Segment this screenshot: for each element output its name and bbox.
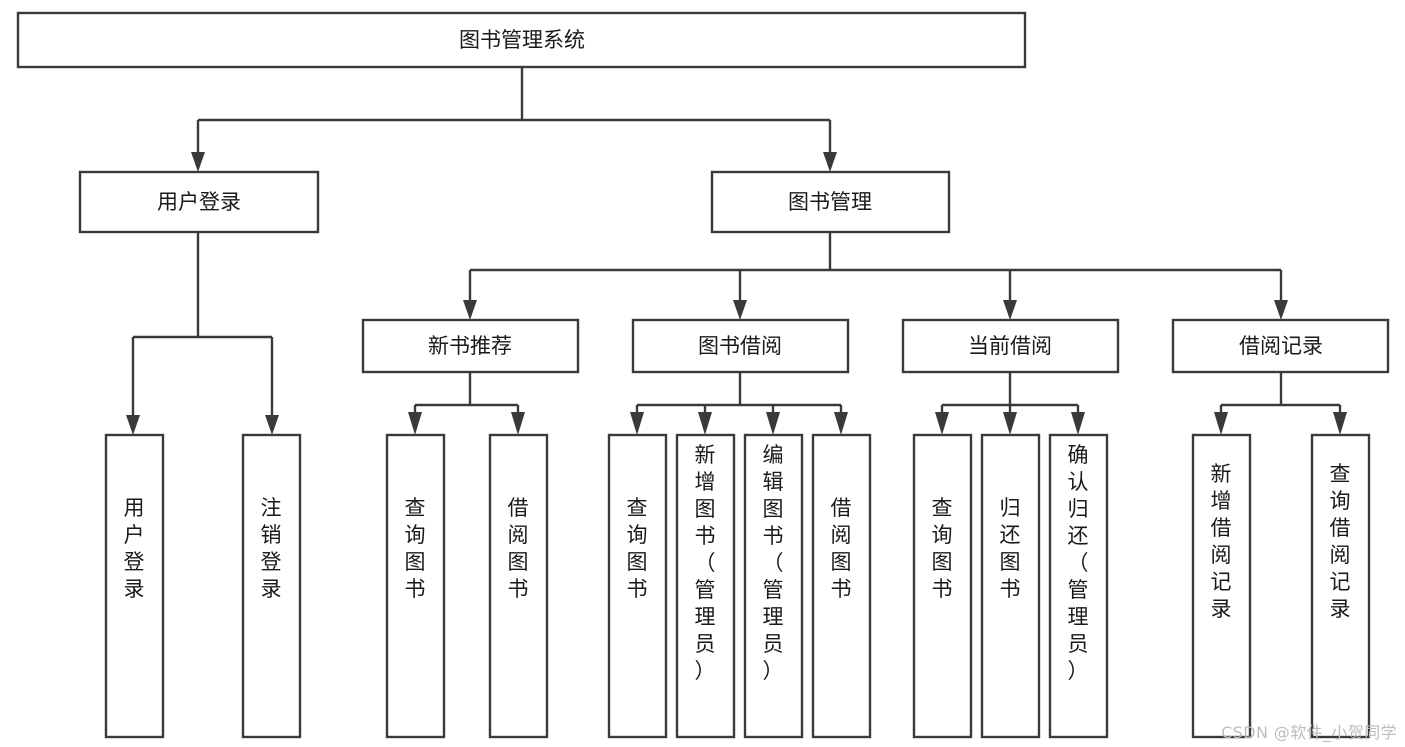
node-root[interactable]: 图书管理系统: [16, 11, 1027, 69]
arrow-head-leaf-borrow-book-2: [834, 412, 848, 435]
connector-layer: [126, 67, 1347, 435]
node-user-login[interactable]: 用户登录: [78, 170, 320, 234]
leaf-add-record-label: 新增借阅记录: [1211, 462, 1232, 621]
leaf-logout-login-label: 注销登录: [261, 496, 282, 601]
leaf-query-book-1-label: 查询图书: [405, 496, 426, 601]
arrow-head-borrow-record: [1274, 300, 1288, 320]
leaf-edit-book-box[interactable]: [743, 433, 804, 739]
leaf-query-book-2-box[interactable]: [607, 433, 668, 739]
node-user-login-label: 用户登录: [157, 190, 241, 214]
leaf-add-book-label: 新增图书（管理员）: [695, 443, 716, 683]
leaf-add-book-box[interactable]: [675, 433, 736, 739]
leaf-user-login[interactable]: 用户登录: [104, 433, 165, 739]
node-root-box[interactable]: [16, 11, 1027, 69]
leaf-logout-login[interactable]: 注销登录: [241, 433, 302, 739]
arrow-head-book-borrow: [733, 300, 747, 320]
leaf-return-book-box[interactable]: [980, 433, 1041, 739]
leaf-borrow-book-1-label: 借阅图书: [508, 496, 529, 601]
arrow-head-new-book-recommend: [463, 300, 477, 320]
node-user-login-box[interactable]: [78, 170, 320, 234]
leaf-confirm-return[interactable]: 确认归还（管理员）: [1048, 433, 1109, 739]
arrow-head-user-login: [191, 152, 205, 172]
node-book-borrow-label: 图书借阅: [698, 334, 782, 358]
leaf-edit-book[interactable]: 编辑图书（管理员）: [743, 433, 804, 739]
node-borrow-record-box[interactable]: [1171, 318, 1390, 374]
leaf-borrow-book-1[interactable]: 借阅图书: [488, 433, 549, 739]
arrow-head-leaf-query-record: [1333, 412, 1347, 435]
leaf-query-book-2[interactable]: 查询图书: [607, 433, 668, 739]
leaf-query-record-label: 查询借阅记录: [1330, 462, 1351, 621]
arrow-head-book-manage: [823, 152, 837, 172]
arrow-head-leaf-query-book-1: [408, 412, 422, 435]
leaf-borrow-book-1-box[interactable]: [488, 433, 549, 739]
node-current-borrow-label: 当前借阅: [968, 334, 1052, 358]
arrow-head-leaf-add-book: [698, 412, 712, 435]
node-new-book-recommend-label: 新书推荐: [428, 334, 512, 358]
leaf-return-book-label: 归还图书: [1000, 496, 1021, 601]
node-book-manage-box[interactable]: [710, 170, 951, 234]
node-book-manage-label: 图书管理: [788, 190, 872, 214]
node-current-borrow-box[interactable]: [901, 318, 1120, 374]
arrow-head-leaf-logout-login: [265, 415, 279, 435]
node-root-label: 图书管理系统: [459, 28, 585, 52]
leaf-user-login-label: 用户登录: [124, 496, 145, 601]
leaf-query-record[interactable]: 查询借阅记录: [1310, 433, 1371, 739]
arrow-head-leaf-confirm-return: [1071, 412, 1085, 435]
node-new-book-recommend-box[interactable]: [361, 318, 580, 374]
node-new-book-recommend[interactable]: 新书推荐: [361, 318, 580, 374]
arrow-head-leaf-borrow-book-1: [511, 412, 525, 435]
arrow-head-leaf-query-book-3: [935, 412, 949, 435]
leaf-confirm-return-label: 确认归还（管理员）: [1068, 443, 1089, 683]
leaf-confirm-return-box[interactable]: [1048, 433, 1109, 739]
leaf-query-record-box[interactable]: [1310, 433, 1371, 739]
leaf-query-book-1-box[interactable]: [385, 433, 446, 739]
arrow-head-current-borrow: [1003, 300, 1017, 320]
leaf-borrow-book-2-box[interactable]: [811, 433, 872, 739]
leaf-user-login-box[interactable]: [104, 433, 165, 739]
node-book-borrow[interactable]: 图书借阅: [631, 318, 850, 374]
node-current-borrow[interactable]: 当前借阅: [901, 318, 1120, 374]
node-borrow-record-label: 借阅记录: [1239, 334, 1323, 358]
leaf-edit-book-label: 编辑图书（管理员）: [763, 443, 784, 683]
arrow-head-leaf-add-record: [1214, 412, 1228, 435]
node-borrow-record[interactable]: 借阅记录: [1171, 318, 1390, 374]
arrow-head-leaf-return-book: [1003, 412, 1017, 435]
leaf-query-book-3-box[interactable]: [912, 433, 973, 739]
leaf-query-book-1[interactable]: 查询图书: [385, 433, 446, 739]
arrow-head-leaf-edit-book: [766, 412, 780, 435]
leaf-return-book[interactable]: 归还图书: [980, 433, 1041, 739]
leaf-add-record-box[interactable]: [1191, 433, 1252, 739]
leaf-query-book-3[interactable]: 查询图书: [912, 433, 973, 739]
leaf-query-book-2-label: 查询图书: [627, 496, 648, 601]
leaf-add-record[interactable]: 新增借阅记录: [1191, 433, 1252, 739]
leaf-query-book-3-label: 查询图书: [932, 496, 953, 601]
leaf-add-book[interactable]: 新增图书（管理员）: [675, 433, 736, 739]
leaf-borrow-book-2[interactable]: 借阅图书: [811, 433, 872, 739]
arrow-head-leaf-query-book-2: [630, 412, 644, 435]
leaf-logout-login-box[interactable]: [241, 433, 302, 739]
node-book-borrow-box[interactable]: [631, 318, 850, 374]
csdn-watermark: CSDN @软件_小贺同学: [1221, 723, 1397, 742]
node-book-manage[interactable]: 图书管理: [710, 170, 951, 234]
leaf-borrow-book-2-label: 借阅图书: [831, 496, 852, 601]
arrow-head-leaf-user-login: [126, 415, 140, 435]
